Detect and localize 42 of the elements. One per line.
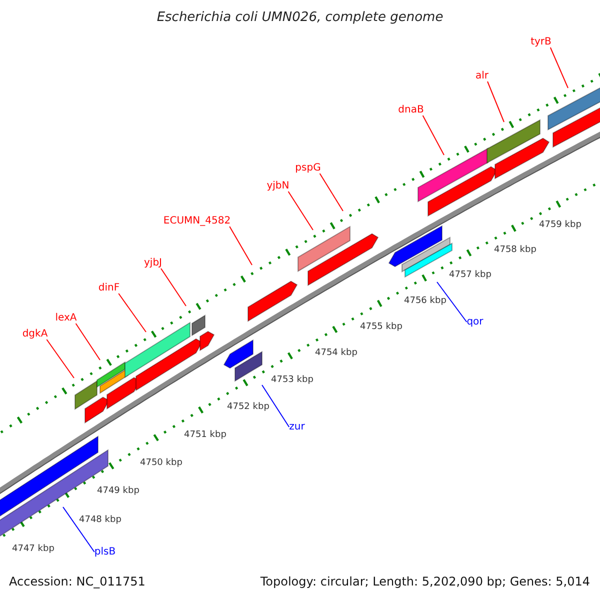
leader-line	[75, 323, 100, 360]
gene-label: dgkA	[22, 328, 48, 340]
gene-label: plsB	[94, 546, 116, 558]
scale-label: 4754 kbp	[315, 349, 358, 359]
gene-label: yjbN	[266, 180, 290, 192]
gene-label: dinF	[98, 282, 120, 294]
scale-label: 4756 kbp	[404, 297, 446, 307]
leader-line	[319, 173, 344, 212]
gene-label: lexA	[55, 312, 77, 324]
leader-line	[550, 47, 568, 88]
scale-label: 4747 kbp	[12, 545, 54, 555]
leader-line	[487, 81, 504, 122]
gene-label: qor	[466, 316, 484, 328]
leader-line	[436, 282, 468, 322]
gene-label: yjbJ	[144, 258, 162, 268]
gene-label: tyrB	[530, 36, 552, 48]
gene-label: pspG	[295, 162, 321, 174]
leader-line	[229, 226, 252, 266]
scale-label: 4748 kbp	[79, 516, 122, 526]
scale-label: 4751 kbp	[184, 431, 226, 441]
scale-label: 4759 kbp	[539, 221, 582, 231]
genome-stats-text: Topology: circular; Length: 5,202,090 bp; Genes: 5,014	[260, 575, 590, 589]
gene-label: dnaB	[398, 104, 424, 116]
accession-text: Accession: NC_011751	[9, 575, 146, 589]
leader-line	[262, 384, 290, 428]
leader-line	[118, 293, 146, 332]
scale-label: 4752 kbp	[227, 403, 270, 413]
scale-label: 4753 kbp	[271, 376, 314, 386]
scale-label: 4757 kbp	[449, 271, 492, 281]
scale-label: 4758 kbp	[494, 246, 536, 256]
scale-label: 4750 kbp	[140, 459, 182, 469]
leader-line	[62, 506, 95, 552]
leader-line	[422, 115, 444, 156]
leader-line	[160, 268, 186, 306]
leader-line	[288, 191, 314, 230]
scale-label: 4755 kbp	[360, 323, 402, 333]
scale-label: 4749 kbp	[97, 487, 140, 497]
gene-label: alr	[475, 70, 489, 82]
leader-line	[46, 339, 74, 378]
gene-label: zur	[289, 422, 305, 432]
gene-label: ECUMN_4582	[163, 216, 231, 226]
diagram-title: Escherichia coli UMN026, complete genome	[156, 10, 444, 26]
